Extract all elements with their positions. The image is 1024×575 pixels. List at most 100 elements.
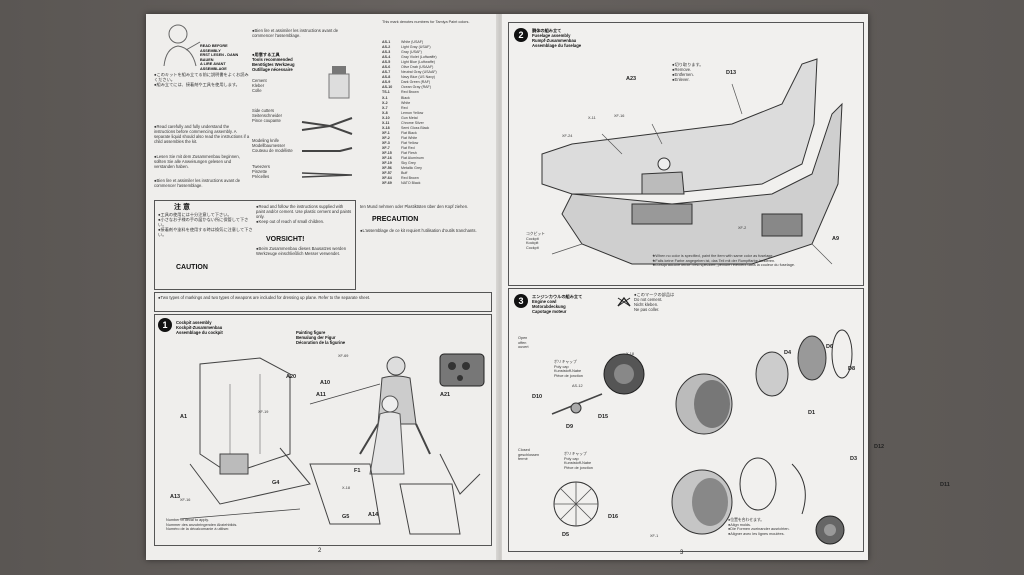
color-callout-x18: X-18: [342, 486, 351, 490]
paint-code: AS-6: [382, 65, 391, 70]
paint-code: X-1: [382, 95, 388, 100]
read-text-de: ●Lesen Sie mit dem Zusammenbau beginnen,…: [154, 154, 240, 169]
tweezers-icon: [301, 172, 353, 178]
part-D1: D1: [808, 410, 816, 416]
step2-number: 2: [514, 28, 528, 42]
paint-code: AS-9: [382, 80, 391, 85]
part-A14: A14: [368, 512, 379, 518]
part-A23: A23: [626, 76, 637, 82]
fuselage-diagram: [541, 58, 843, 265]
part-D13: D13: [726, 70, 737, 76]
part-G5: G5: [342, 514, 350, 520]
color-callout-xf16: XF-16: [180, 498, 191, 502]
paint-color-row: TS-1 Red Brown: [382, 90, 494, 95]
paint-code: AS-1: [382, 40, 391, 44]
part-A11: A11: [316, 392, 326, 398]
tool-tweezers-label: Tweezers Pinzette Précelles: [252, 164, 270, 179]
paint-name: Chrome Silver: [401, 120, 424, 125]
paint-code: XF-3: [382, 140, 390, 145]
read-before-heading: READ BEFORE ASSEMBLY ERST LESEN - DANN B…: [200, 44, 239, 71]
caution-en-heading: CAUTION: [176, 264, 208, 271]
paint-color-row: XF-1 Flat Black: [382, 131, 494, 136]
paint-code: AS-7: [382, 70, 391, 75]
paint-code: AS-2: [382, 45, 391, 50]
tools-heading: ●用意する工具 Tools recommended Benötigtes Wer…: [252, 52, 295, 72]
part-D9: D9: [566, 424, 574, 430]
step3-number: 3: [514, 294, 528, 308]
part-F1: F1: [354, 468, 361, 474]
closed-cowl-label: Closed geschlossen fermé: [518, 448, 540, 462]
paint-name: Buff: [401, 171, 408, 176]
part-D11: D11: [940, 482, 950, 488]
precaution-text: ●L'assemblage de ce kit requiert l'utili…: [360, 228, 477, 233]
part-D3: D3: [850, 456, 858, 462]
paint-name: Flat Black: [401, 130, 417, 135]
color-callout-xf19: XF-19: [258, 410, 269, 414]
paint-code: XF-16: [382, 156, 392, 161]
part-A10: A10: [320, 380, 331, 386]
side-cutters-icon: [301, 117, 353, 135]
pilot-sketch-icon: [163, 24, 201, 67]
paint-code: AS-8: [382, 75, 391, 80]
cement-bottle-icon: [328, 66, 350, 99]
align-molds-note: ●位置を合わせます。 ●Align molds. ●Die Formen zue…: [728, 518, 790, 536]
paint-name: Olive Drab (USAAF): [401, 65, 434, 70]
paint-color-row: X-11 Chrome Silver: [382, 121, 494, 126]
part-D6: D6: [826, 344, 834, 350]
color-callout-as12: AS-12: [572, 384, 583, 388]
caution-box: [154, 200, 356, 290]
paint-code: XF-2: [382, 135, 390, 140]
cockpit-label: コクピット Cockpit Kockpit Cockpit: [526, 232, 545, 250]
step2-box: [508, 22, 864, 286]
color-callout-xf1: XF-1: [650, 534, 659, 538]
part-G4: G4: [272, 480, 280, 486]
tool-cutters-label: Side cutters Seitenschneider Pince coupa…: [252, 108, 283, 123]
part-A21: A21: [440, 392, 451, 398]
paint-code: XF-1: [382, 130, 390, 135]
read-text-fr: ●Bien lire et assimiler les instructions…: [154, 178, 241, 188]
paint-code: X-8: [382, 110, 388, 115]
paint-code: AS-10: [382, 85, 393, 90]
paint-code: AS-5: [382, 60, 391, 65]
paint-name: Flat White: [401, 135, 418, 140]
marks-note: ●Two types of markings and two types of …: [158, 295, 371, 300]
color-callout-xf16-right: XF-16: [614, 114, 625, 118]
paint-code: XF-69: [382, 181, 392, 186]
paint-name: Ocean Gray (RAF): [401, 85, 431, 90]
marks-note-box: [154, 292, 492, 312]
tool-cement-label: Cement Kleber Colle: [252, 78, 267, 93]
left-page: READ BEFORE ASSEMBLY ERST LESEN - DANN B…: [146, 14, 498, 560]
paint-name: White: [401, 100, 411, 105]
part-D15: D15: [598, 414, 609, 420]
paint-name: Red: [401, 105, 408, 110]
step1-box: [154, 314, 492, 546]
paint-code: TS-1: [382, 90, 390, 95]
step3-title: エンジンカウルの組み立て Engine cowl Motorabdeckung …: [532, 294, 583, 314]
color-callout-xf2: XF-2: [738, 226, 747, 230]
tool-knife-label: Modeling knife Modellbaumesser Couteau d…: [252, 138, 293, 153]
paint-name: Red Brown: [401, 90, 419, 95]
read-text-en: ●Read carefully and fully understand the…: [154, 124, 250, 144]
color-list-header: This mark denotes numbers for Tamiya Pai…: [382, 20, 470, 24]
modeling-knife-icon: [302, 147, 353, 152]
paint-name: Gun Metal: [401, 115, 418, 120]
paint-code: AS-3: [382, 50, 391, 55]
paint-name: Metallic Grey: [401, 166, 422, 171]
read-text-jp: ●このキットを組み立てる前に説明書をよくお読みください。●組み立てには、接着剤や…: [154, 72, 249, 87]
booklet-spine: [496, 14, 504, 560]
paint-code: X-11: [382, 120, 390, 125]
vorsicht-heading: VORSICHT!: [266, 236, 305, 243]
